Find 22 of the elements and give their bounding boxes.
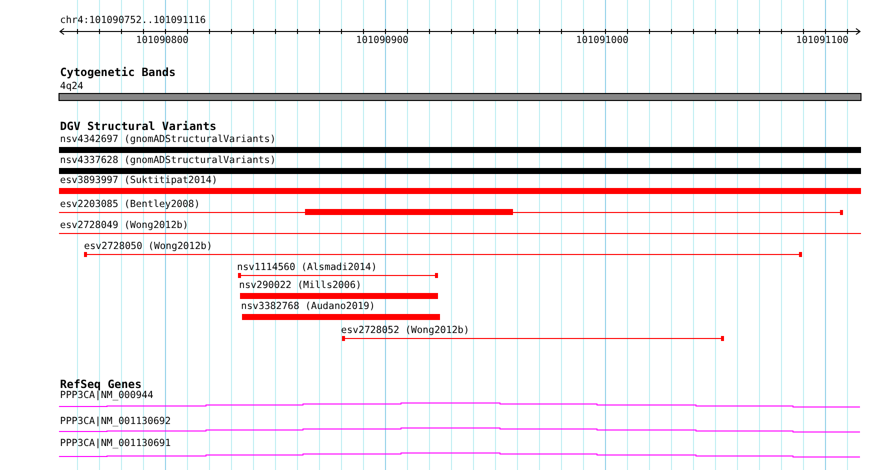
feature-label: esv2728049 (Wong2012b) [60, 220, 188, 231]
location-label: chr4:101090752..101091116 [60, 15, 206, 26]
feature-label: esv2728050 (Wong2012b) [84, 241, 212, 252]
track-title: DGV Structural Variants [60, 121, 216, 132]
feature-label: esv3893997 (Suktitipat2014) [60, 175, 218, 186]
track-title: Cytogenetic Bands [60, 67, 176, 78]
gene-label: PPP3CA|NM_001130692 [60, 416, 171, 427]
tick-label: 101091000 [576, 35, 628, 46]
track-title: RefSeq Genes [60, 379, 142, 390]
feature-label: esv2203085 (Bentley2008) [60, 199, 200, 210]
gene-label: PPP3CA|NM_001130691 [60, 438, 171, 449]
band-label: 4q24 [60, 81, 84, 92]
feature-label: nsv290022 (Mills2006) [239, 280, 362, 291]
feature-label: nsv4337628 (gnomADStructuralVariants) [60, 155, 276, 166]
gene-label: PPP3CA|NM_000944 [60, 390, 154, 401]
feature-label: nsv1114560 (Alsmadi2014) [237, 262, 377, 273]
tick-label: 101090900 [356, 35, 408, 46]
tick-label: 101090800 [136, 35, 188, 46]
tick-label: 101091100 [796, 35, 848, 46]
feature-label: esv2728052 (Wong2012b) [341, 325, 470, 336]
feature-label: nsv4342697 (gnomADStructuralVariants) [60, 134, 276, 145]
feature-label: nsv3382768 (Audano2019) [241, 301, 376, 312]
